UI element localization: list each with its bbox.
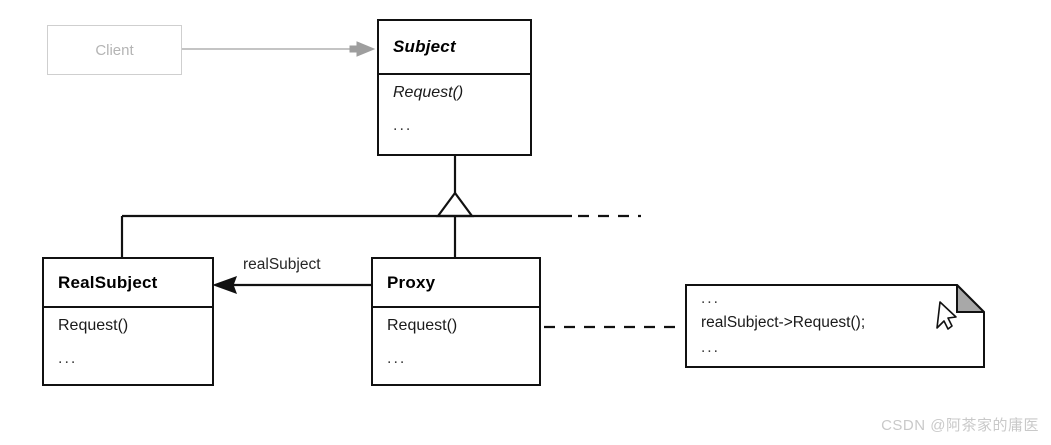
class-proxy-operations-compartment: Request() ... xyxy=(373,306,539,384)
class-proxy-title: Proxy xyxy=(387,272,436,292)
class-proxy-operation-ellipsis: ... xyxy=(387,349,407,367)
class-realsubject-operations-compartment: Request() ... xyxy=(44,306,212,384)
note-text-block: ... realSubject->Request(); ... xyxy=(701,291,969,356)
class-client-label: Client xyxy=(95,41,134,59)
class-realsubject-name-compartment: RealSubject xyxy=(44,259,212,306)
watermark-text: CSDN @阿茶家的庸医 xyxy=(881,417,1039,434)
class-realsubject-operation-request: Request() xyxy=(58,317,129,334)
class-box-subject[interactable]: Subject Request() ... xyxy=(377,19,532,156)
class-subject-operation-ellipsis: ... xyxy=(393,116,413,134)
class-proxy-name-compartment: Proxy xyxy=(373,259,539,306)
class-subject-operations-compartment: Request() ... xyxy=(379,73,530,154)
class-proxy-operation-request: Request() xyxy=(387,317,458,334)
note-line-1: ... xyxy=(701,290,720,307)
note-shape xyxy=(685,284,985,368)
edge-client-to-subject xyxy=(182,41,376,57)
class-subject-operation-request: Request() xyxy=(393,84,464,101)
note-line-3: ... xyxy=(701,339,720,356)
class-realsubject-operation-ellipsis: ... xyxy=(58,349,78,367)
edge-generalization xyxy=(120,156,641,258)
note-line-2: realSubject->Request(); xyxy=(701,313,866,331)
class-subject-title: Subject xyxy=(393,37,456,56)
class-box-realsubject[interactable]: RealSubject Request() ... xyxy=(42,257,214,386)
class-box-client[interactable]: Client xyxy=(47,25,182,75)
class-subject-name-compartment: Subject xyxy=(379,21,530,73)
note-box[interactable]: ... realSubject->Request(); ... xyxy=(685,284,985,368)
edge-proxy-to-realsubject xyxy=(212,275,371,295)
association-role-label-realsubject: realSubject xyxy=(243,256,321,273)
class-box-proxy[interactable]: Proxy Request() ... xyxy=(371,257,541,386)
class-realsubject-title: RealSubject xyxy=(58,272,158,292)
